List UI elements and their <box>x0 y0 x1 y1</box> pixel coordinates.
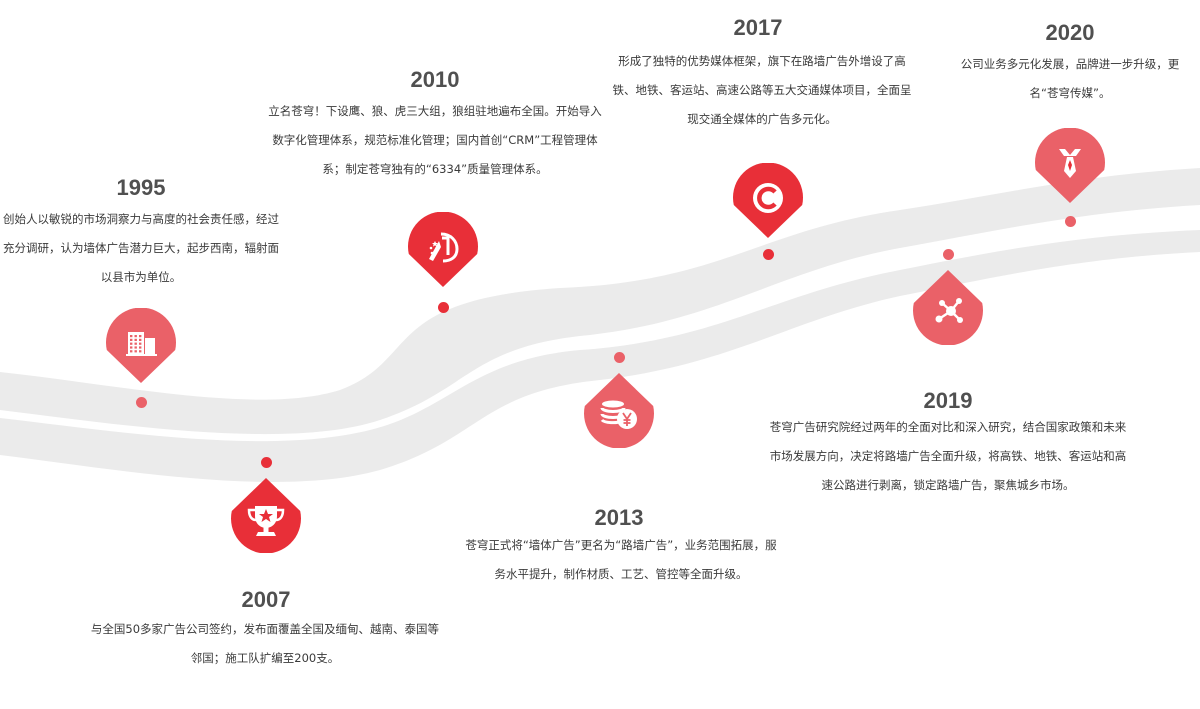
coins-yen-icon <box>600 400 637 429</box>
road-lane-upper <box>0 168 1200 435</box>
milestone-description: 公司业务多元化发展，品牌进一步升级，更名“苍穹传媒”。 <box>960 57 1180 100</box>
milestone-description: 苍穹广告研究院经过两年的全面对比和深入研究，结合国家政策和未来市场发展方向，决定… <box>769 420 1127 492</box>
road-lane-lower <box>0 230 1200 482</box>
office-building-icon <box>126 332 157 356</box>
award-emblem-icon <box>429 232 459 263</box>
copyright-icon <box>753 183 783 213</box>
milestone-description: 与全国50多家广告公司签约，发布面覆盖全国及缅甸、越南、泰国等邻国；施工队扩编至… <box>90 622 440 665</box>
network-nodes-icon <box>935 298 963 323</box>
milestone-description: 形成了独特的优势媒体框架，旗下在路墙广告外增设了高铁、地铁、客运站、高速公路等五… <box>612 54 912 126</box>
milestone-dot-2010 <box>437 301 449 313</box>
milestone-pin-2013 <box>584 348 654 449</box>
necktie-icon <box>1059 149 1081 178</box>
milestone-dot-2020 <box>1064 215 1076 227</box>
milestone-description: 苍穹正式将“墙体广告”更名为“路墙广告”，业务范围拓展，服务水平提升，制作材质、… <box>465 538 777 581</box>
trophy-icon <box>247 506 285 536</box>
milestone-pin-2019 <box>913 245 983 346</box>
milestone-dot-2017 <box>762 248 774 260</box>
milestone-dot-2007 <box>260 456 272 468</box>
milestone-pin-2020 <box>1035 127 1105 228</box>
milestone-year: 1995 <box>116 175 166 200</box>
milestone-year: 2017 <box>733 15 783 40</box>
milestone-year: 2013 <box>594 505 644 530</box>
milestone-year: 2019 <box>923 388 973 413</box>
milestone-description: 创始人以敏锐的市场洞察力与高度的社会责任感，经过充分调研，认为墙体广告潜力巨大，… <box>3 212 279 284</box>
milestone-dot-2019 <box>942 248 954 260</box>
milestone-dot-2013 <box>613 351 625 363</box>
milestone-dot-1995 <box>135 396 147 408</box>
milestone-pin-2010 <box>408 211 478 312</box>
milestone-year: 2010 <box>410 67 460 92</box>
milestone-pin-1995 <box>106 307 177 408</box>
milestone-year: 2007 <box>241 587 291 612</box>
milestone-pin-2017 <box>733 162 803 263</box>
milestone-pin-2007 <box>231 453 301 554</box>
milestone-year: 2020 <box>1045 20 1095 45</box>
milestone-description: 立名苍穹！下设鹰、狼、虎三大组，狼组驻地遍布全国。开始导入数字化管理体系，规范标… <box>268 104 602 176</box>
